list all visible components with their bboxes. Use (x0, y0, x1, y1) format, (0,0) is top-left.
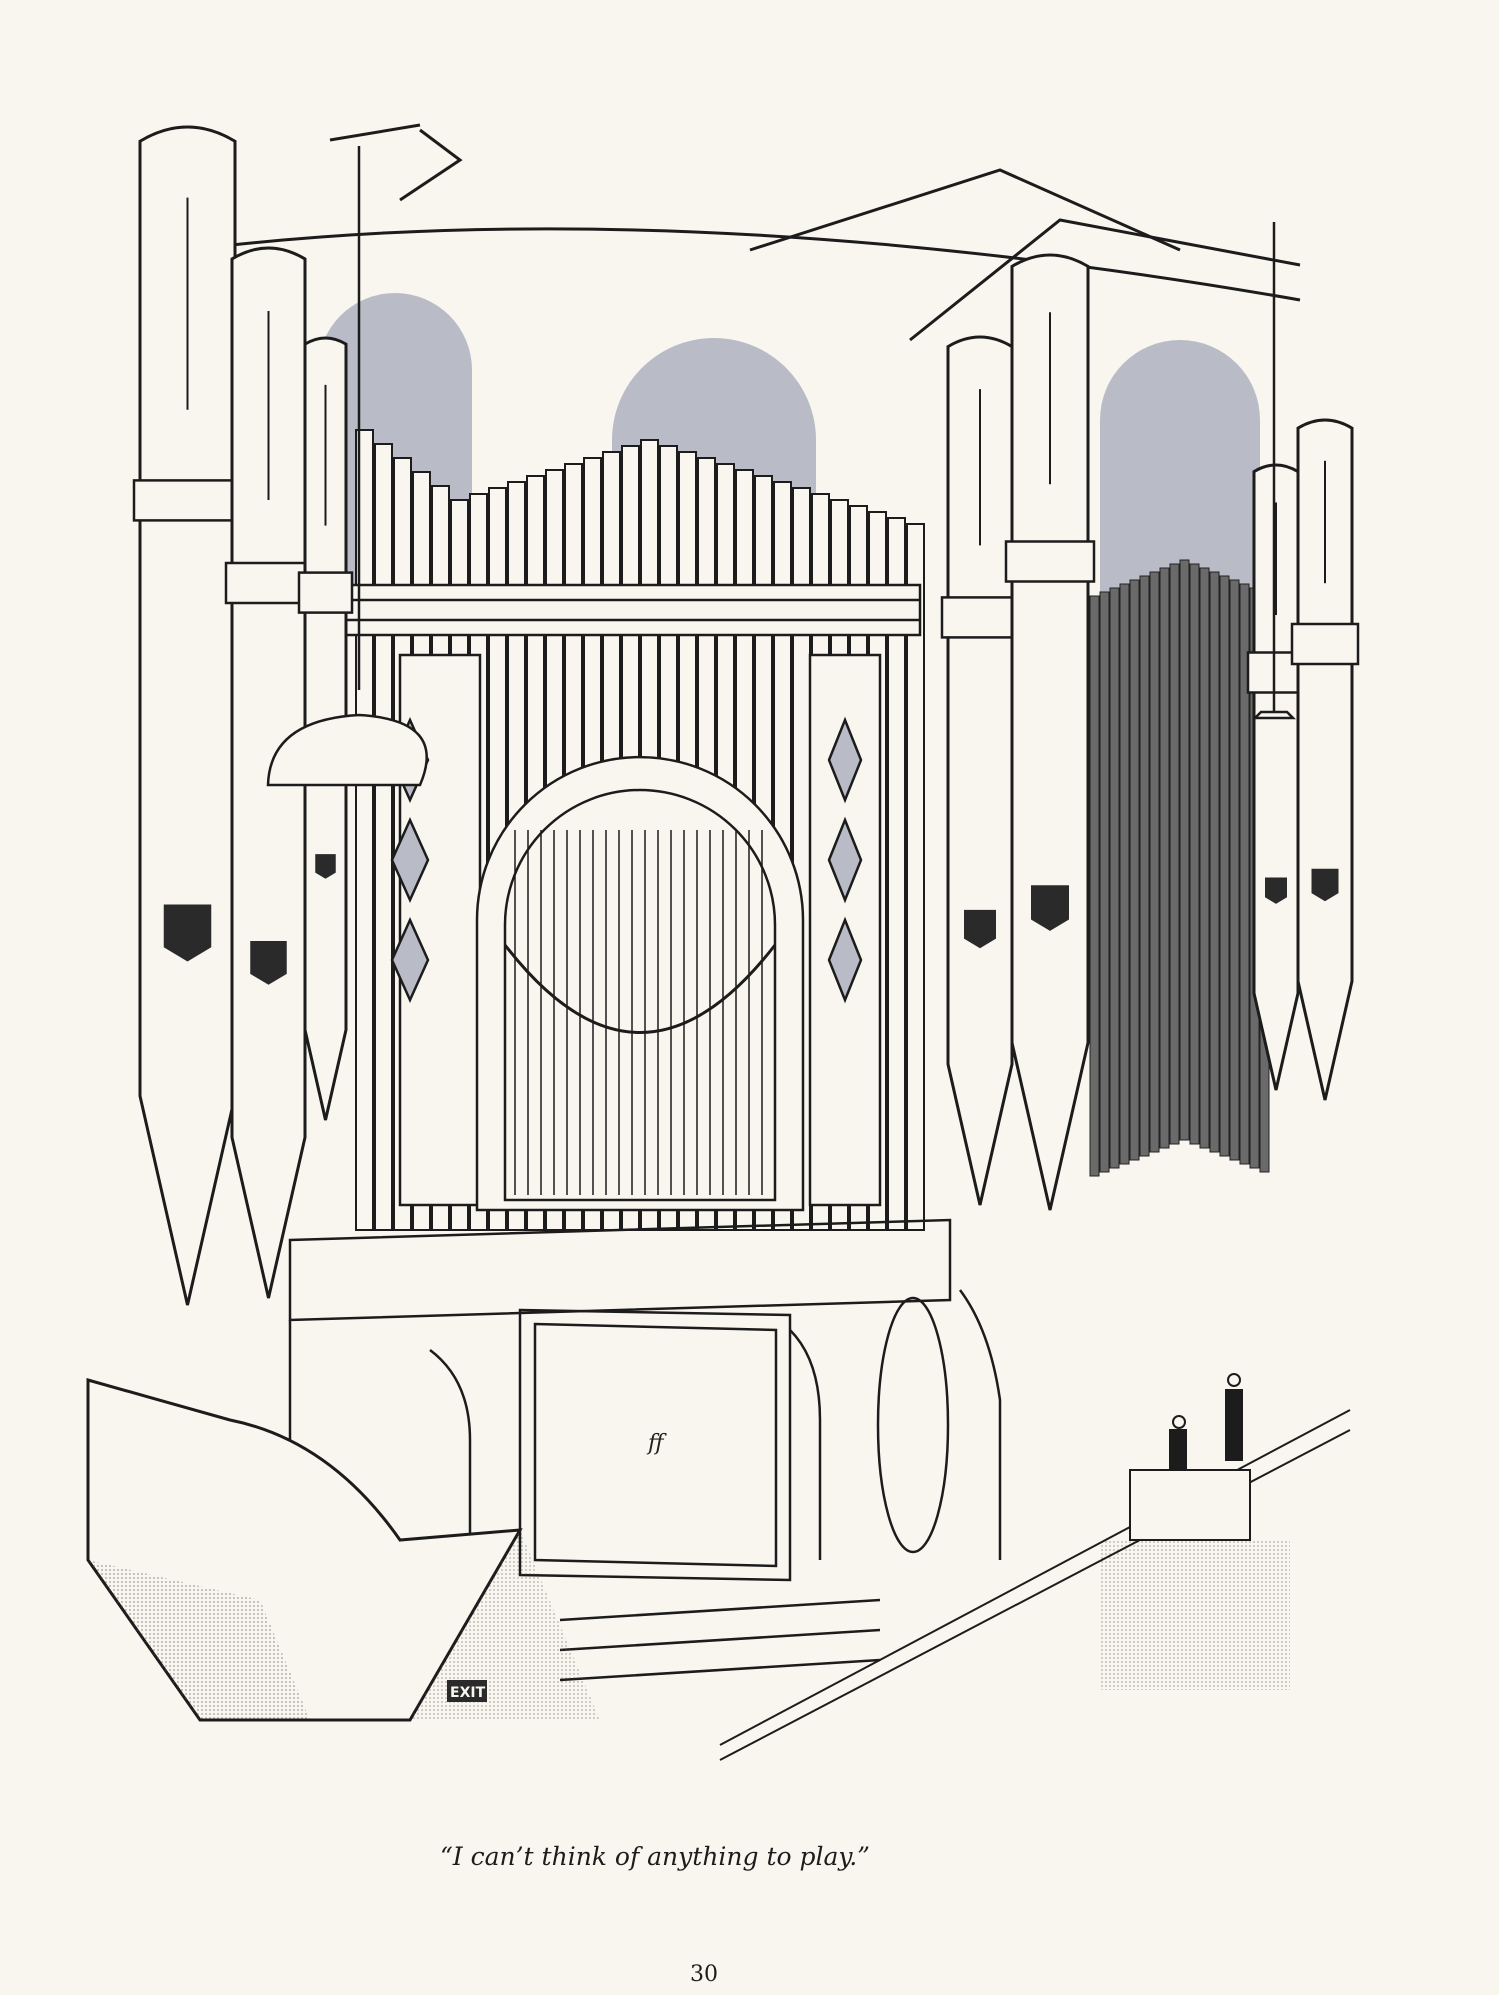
façade-pipe (1296, 418, 1354, 1101)
organ-pipe (1149, 571, 1160, 1153)
pipe-band (1004, 540, 1096, 583)
façade-pipes (132, 125, 1360, 1306)
ceiling-lines (231, 123, 1301, 342)
organ-pipe (1139, 575, 1150, 1157)
organ-pipe (906, 523, 925, 1231)
lower-case: ff (288, 1218, 1002, 1682)
façade-pipe (1010, 253, 1090, 1211)
pipe-ornament (315, 854, 336, 879)
pipe-ornament (250, 941, 287, 985)
organ-pipe (1199, 567, 1210, 1149)
exit-sign: EXIT (447, 1680, 487, 1702)
pipe-band (132, 479, 243, 522)
organ-pipe (1099, 591, 1110, 1173)
façade-pipe (1252, 463, 1300, 1091)
façade-pipe (138, 125, 237, 1306)
organ-pipe (1209, 571, 1220, 1153)
organ-pipe (887, 517, 906, 1231)
organ-case (390, 653, 882, 1212)
organist-figures (1129, 1373, 1251, 1541)
pipe-band (940, 596, 1020, 639)
organ-pipe (1109, 587, 1120, 1169)
organ-pipe (1089, 595, 1100, 1177)
organ-pipe (374, 443, 393, 1231)
organ-pipe (1229, 579, 1240, 1161)
right-pipe-rank (1089, 559, 1270, 1177)
balcony-box (86, 1378, 1351, 1761)
organ-pipe (1129, 579, 1140, 1161)
organ-pipe (1179, 559, 1190, 1141)
organ-pipe (1169, 563, 1180, 1145)
organ-pipe (1159, 567, 1170, 1149)
cornice (338, 583, 922, 637)
pipe-ornament (163, 904, 212, 962)
organ-pipe (1119, 583, 1130, 1165)
pipe-ornament (1031, 885, 1069, 931)
page-number: 30 (690, 1962, 718, 1987)
pipe-band (297, 571, 354, 614)
arch-grille (503, 830, 777, 1195)
pipe-ornament (1311, 868, 1339, 902)
svg-text:EXIT: EXIT (450, 1685, 486, 1701)
pipe-ornament (964, 909, 996, 949)
grille-garland (503, 944, 777, 1034)
cartoon-caption: “I can’t think of anything to play.” (440, 1842, 870, 1871)
pipe-ornament (1265, 877, 1287, 904)
organ-pipe (1189, 563, 1200, 1145)
pipe-band (1290, 622, 1360, 666)
façade-pipe (946, 335, 1014, 1206)
organ-pipe (1219, 575, 1230, 1157)
organ-pipe (1239, 583, 1250, 1165)
hanging-lamp (266, 146, 1297, 787)
panel-initials: ff (646, 1431, 667, 1456)
